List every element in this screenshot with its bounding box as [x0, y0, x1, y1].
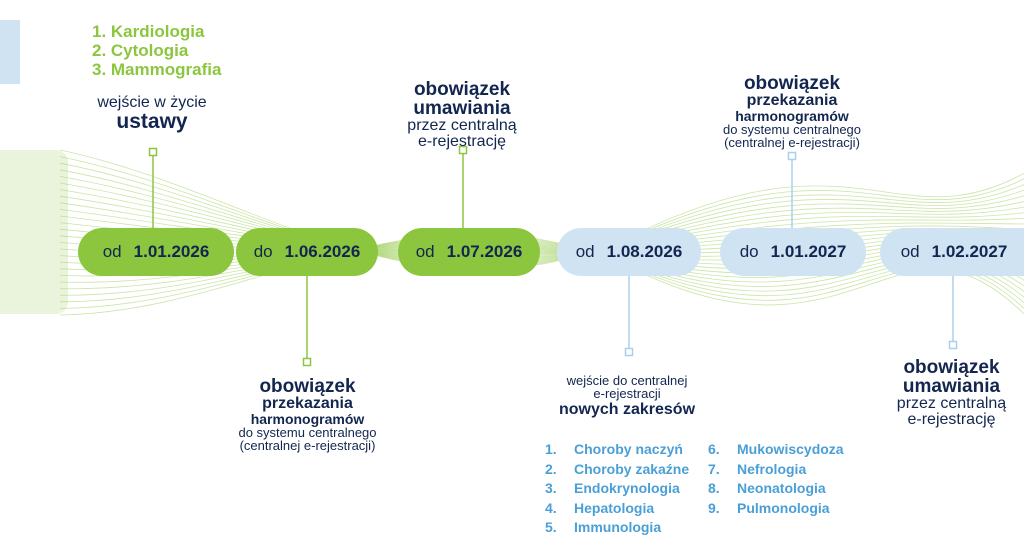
label-schedule-obligation-2: obowiązek przekazania harmonogramów do s… — [687, 74, 897, 149]
label-new-scopes: wejście do centralnej e-rejestracji nowy… — [527, 374, 727, 418]
booking-2-line4: e-rejestrację — [907, 411, 996, 428]
booking-1-line1: obowiązek — [413, 79, 511, 100]
label-booking-obligation-2: obowiązek umawiania przez centralną e-re… — [864, 358, 1024, 428]
milestone-date: 1.06.2026 — [284, 242, 361, 261]
milestone-date: 1.01.2026 — [133, 242, 210, 261]
milestone-pill-3: od 1.07.2026 — [398, 228, 540, 276]
milestone-pill-6: od 1.02.2027 — [880, 228, 1024, 276]
list-item: 6.Mukowiscydoza — [708, 441, 844, 457]
schedule-2-line1: obowiązek — [743, 73, 841, 94]
booking-1-line2: umawiania — [413, 98, 511, 119]
milestone-pill-4: od 1.08.2026 — [557, 228, 701, 276]
milestone-date: 1.08.2026 — [606, 242, 683, 261]
milestone-prefix: od — [575, 242, 595, 261]
initial-scope-item: 3. Mammografia — [92, 60, 222, 79]
new-scopes-line3: nowych zakresów — [558, 401, 696, 418]
list-item: 8.Neonatologia — [708, 480, 826, 496]
connector-marker — [148, 147, 158, 157]
milestone-prefix: do — [739, 242, 759, 261]
schedule-2-line5: (centralnej e-rejestracji) — [724, 135, 860, 150]
initial-scopes-list: 1. Kardiologia 2. Cytologia 3. Mammograf… — [92, 22, 221, 79]
schedule-2-line2: przekazania — [746, 92, 838, 109]
milestone-date: 1.07.2026 — [446, 242, 523, 261]
schedule-1-line4: do systemu centralnego — [238, 425, 377, 440]
schedule-1-line1: obowiązek — [259, 376, 356, 397]
connector-marker — [787, 151, 797, 161]
schedule-2-line4: do systemu centralnego — [722, 122, 862, 137]
connector-marker — [302, 357, 312, 367]
schedule-1-line5: (centralnej e-rejestracji) — [239, 438, 376, 453]
connector-marker — [458, 145, 468, 155]
connector-marker — [624, 347, 634, 357]
booking-2-line3: przez centralną — [896, 395, 1007, 412]
milestone-prefix: od — [415, 242, 435, 261]
initial-scope-item: 1. Kardiologia — [92, 22, 205, 41]
milestone-date: 1.01.2027 — [770, 242, 847, 261]
booking-1-line3: przez centralną — [407, 117, 517, 134]
booking-2-line1: obowiązek — [903, 357, 1000, 378]
initial-scope-item: 2. Cytologia — [92, 41, 189, 60]
label-booking-obligation-1: obowiązek umawiania przez centralną e-re… — [372, 80, 552, 150]
new-scopes-list-col1: 1.Choroby naczyń 2.Choroby zakaźne 3.End… — [545, 440, 689, 538]
milestone-date: 1.02.2027 — [931, 242, 1008, 261]
label-law-entry: wejście w życie ustawy — [62, 94, 242, 133]
label-schedule-obligation-1: obowiązek przekazania harmonogramów do s… — [205, 377, 410, 452]
new-scopes-line1: wejście do centralnej — [566, 373, 688, 388]
milestone-pill-5: do 1.01.2027 — [720, 228, 866, 276]
booking-1-line4: e-rejestrację — [417, 133, 507, 150]
law-entry-line2: ustawy — [116, 110, 188, 133]
list-item: 4.Hepatologia — [545, 499, 655, 516]
left-blue-edge-shape — [0, 20, 20, 84]
milestone-pill-1: od 1.01.2026 — [78, 228, 234, 276]
milestone-prefix: od — [102, 242, 122, 261]
list-item: 7.Nefrologia — [708, 460, 807, 477]
schedule-1-line2: przekazania — [262, 395, 353, 412]
list-item: 1.Choroby naczyń — [545, 441, 683, 457]
list-item: 9.Pulmonologia — [708, 499, 830, 516]
list-item: 2.Choroby zakaźne — [545, 460, 690, 477]
booking-2-line2: umawiania — [902, 376, 1001, 397]
connector-marker — [948, 340, 958, 350]
schedule-1-line3: harmonogramów — [250, 411, 365, 427]
new-scopes-list-col2: 6.Mukowiscydoza 7.Nefrologia 8.Neonatolo… — [708, 440, 844, 518]
list-item: 5.Immunologia — [545, 519, 662, 535]
milestone-prefix: do — [253, 242, 273, 261]
list-item: 3.Endokrynologia — [545, 480, 680, 496]
new-scopes-line2: e-rejestracji — [593, 386, 661, 401]
milestone-prefix: od — [900, 242, 920, 261]
milestone-pill-2: do 1.06.2026 — [236, 228, 378, 276]
left-green-edge-shape — [0, 150, 68, 314]
schedule-2-line3: harmonogramów — [735, 108, 849, 124]
law-entry-line1: wejście w życie — [97, 94, 207, 111]
